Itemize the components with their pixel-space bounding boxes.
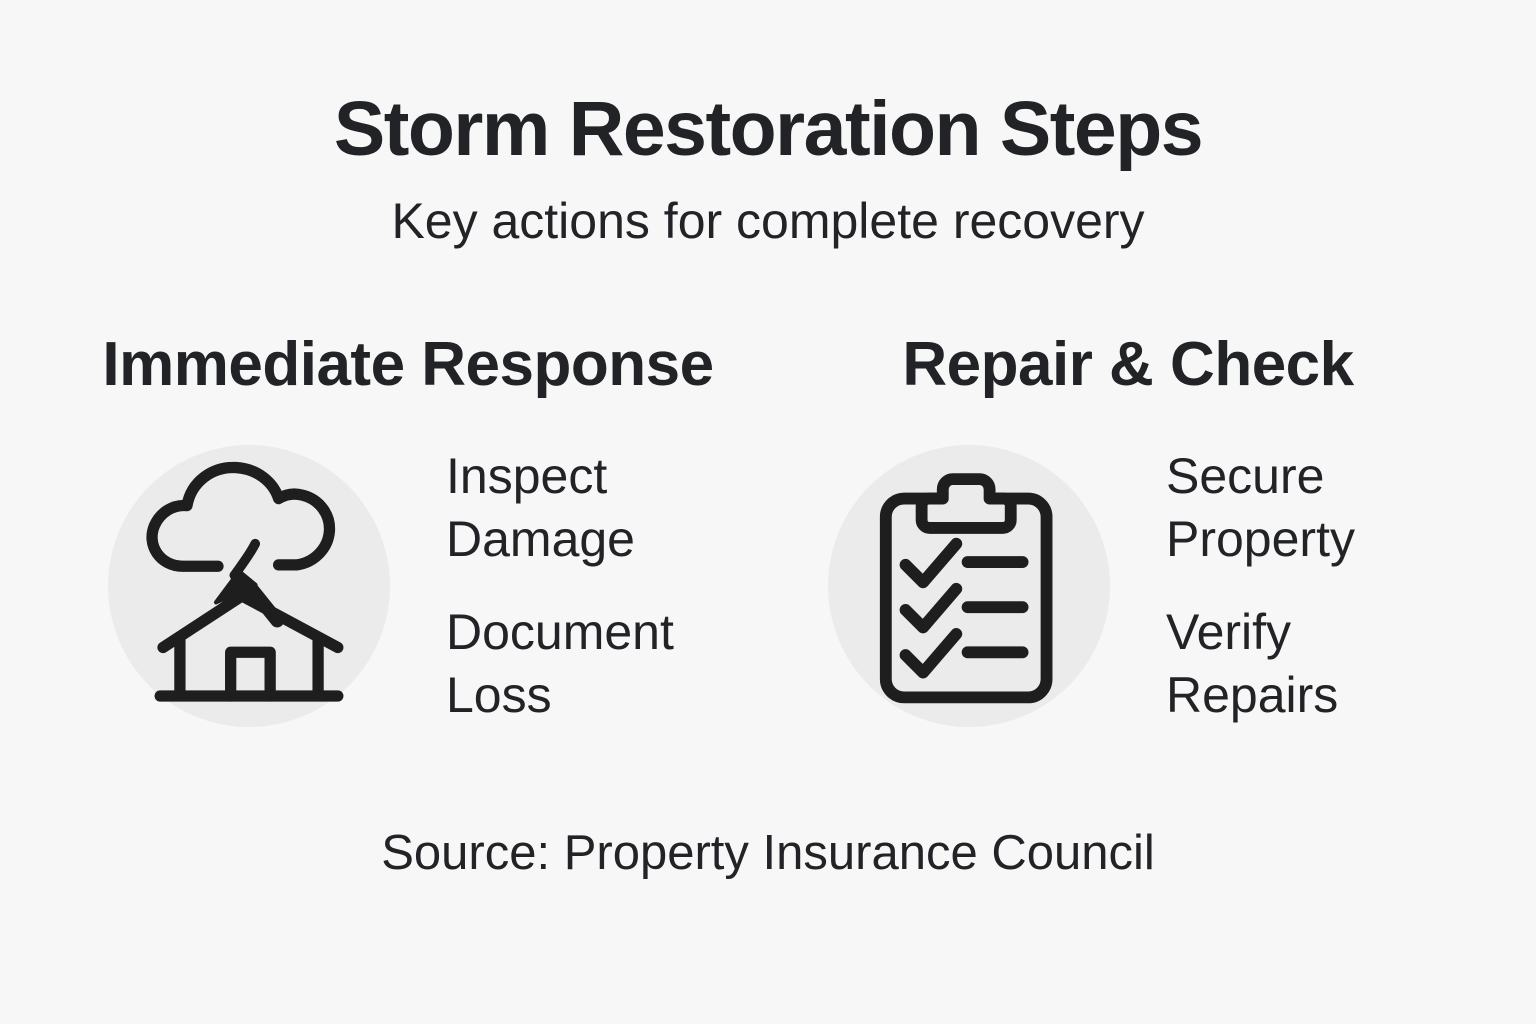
column-header-repair-check: Repair & Check (902, 329, 1354, 399)
list-item: Document Loss (446, 603, 674, 723)
storm-damaged-house-icon (108, 444, 390, 727)
columns: Immediate Response (0, 329, 1536, 727)
list-item: Verify Repairs (1166, 603, 1339, 723)
page-title: Storm Restoration Steps (333, 86, 1204, 172)
source-caption: Source: Property Insurance Council (381, 825, 1155, 880)
item-list: Secure Property Verify Repairs (1166, 445, 1428, 727)
column-header-immediate-response: Immediate Response (102, 329, 714, 399)
column-immediate-response: Immediate Response (78, 329, 738, 727)
list-item: Inspect Damage (446, 447, 635, 567)
checklist-clipboard-icon (828, 444, 1110, 727)
column-repair-check: Repair & Check (798, 329, 1458, 727)
column-body: Inspect Damage Document Loss (78, 444, 738, 727)
column-body: Secure Property Verify Repairs (798, 444, 1458, 727)
header: Storm Restoration Steps Key actions for … (0, 0, 1536, 251)
list-item: Secure Property (1166, 447, 1355, 567)
footer: Source: Property Insurance Council (0, 825, 1536, 881)
item-list: Inspect Damage Document Loss (446, 445, 708, 727)
page-subtitle: Key actions for complete recovery (391, 193, 1145, 250)
